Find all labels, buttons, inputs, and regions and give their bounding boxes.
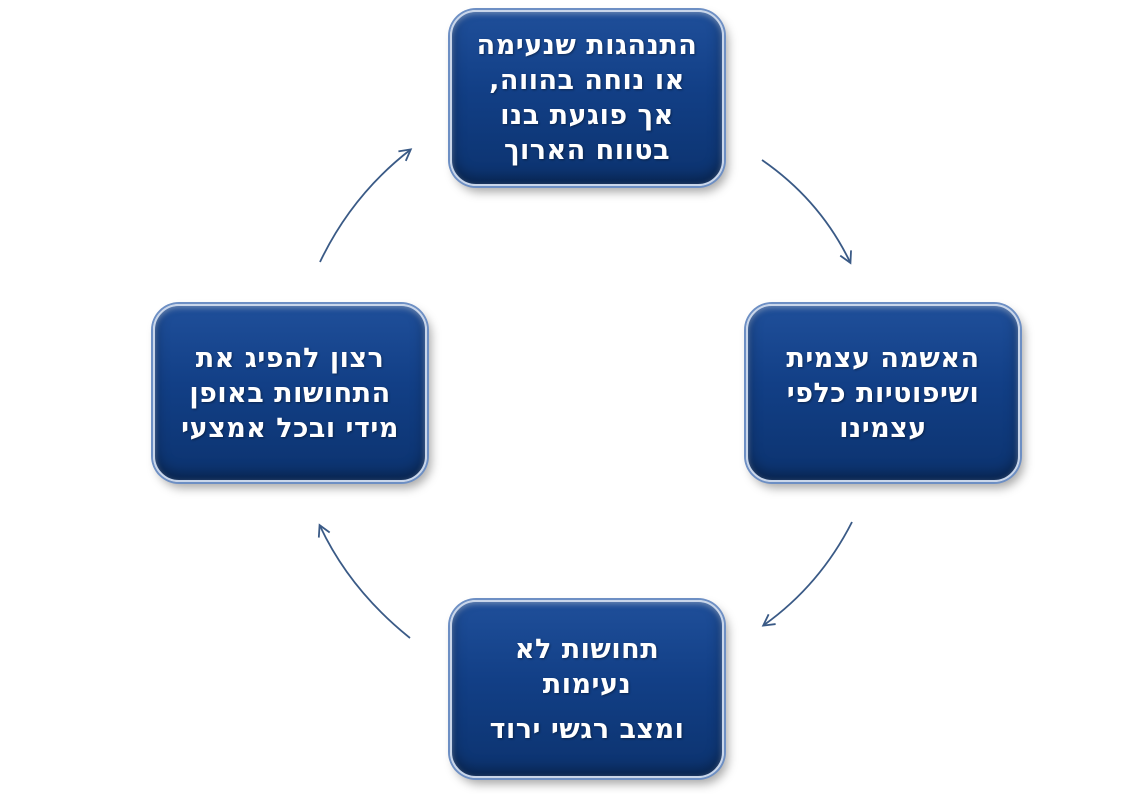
node-top: התנהגות שנעימה או נוחה בהווה, אך פוגעת ב… [450,10,724,186]
node-top-line-3: אך פוגעת בנו [500,100,674,131]
node-top-line-4: בטווח הארוך [503,135,671,166]
node-right-line-3: עצמינו [839,412,927,444]
node-left: רצון להפיג את התחושות באופן מידי ובכל אמ… [153,304,427,482]
node-top-text: התנהגות שנעימה או נוחה בהווה, אך פוגעת ב… [477,28,698,168]
node-top-line-2: או נוחה בהווה, [489,65,685,96]
arrow-right-to-bottom [761,521,853,627]
node-bottom-line-1: תחושות לא [514,633,660,665]
arrow-left-to-top [319,148,413,263]
node-bottom-line-3: ומצב רגשי ירוד [489,713,685,745]
node-left-line-1: רצון להפיג את [195,342,385,374]
node-left-line-2: התחושות באופן [189,377,391,409]
node-right-line-1: האשמה עצמית [786,342,980,374]
node-left-text: רצון להפיג את התחושות באופן מידי ובכל אמ… [181,341,399,446]
node-bottom-text: תחושות לא נעימות ומצב רגשי ירוד [490,632,685,747]
node-top-line-1: התנהגות שנעימה [476,30,698,61]
node-right-text: האשמה עצמית ושיפוטיות כלפי עצמינו [786,341,979,446]
node-right: האשמה עצמית ושיפוטיות כלפי עצמינו [746,304,1020,482]
node-left-line-3: מידי ובכל אמצעי [181,412,399,444]
node-bottom-line-2: נעימות [542,668,632,700]
arrow-bottom-to-left [317,523,411,639]
arrow-top-to-right [761,159,852,265]
node-bottom: תחושות לא נעימות ומצב רגשי ירוד [450,600,724,778]
node-right-line-2: ושיפוטיות כלפי [786,377,980,409]
